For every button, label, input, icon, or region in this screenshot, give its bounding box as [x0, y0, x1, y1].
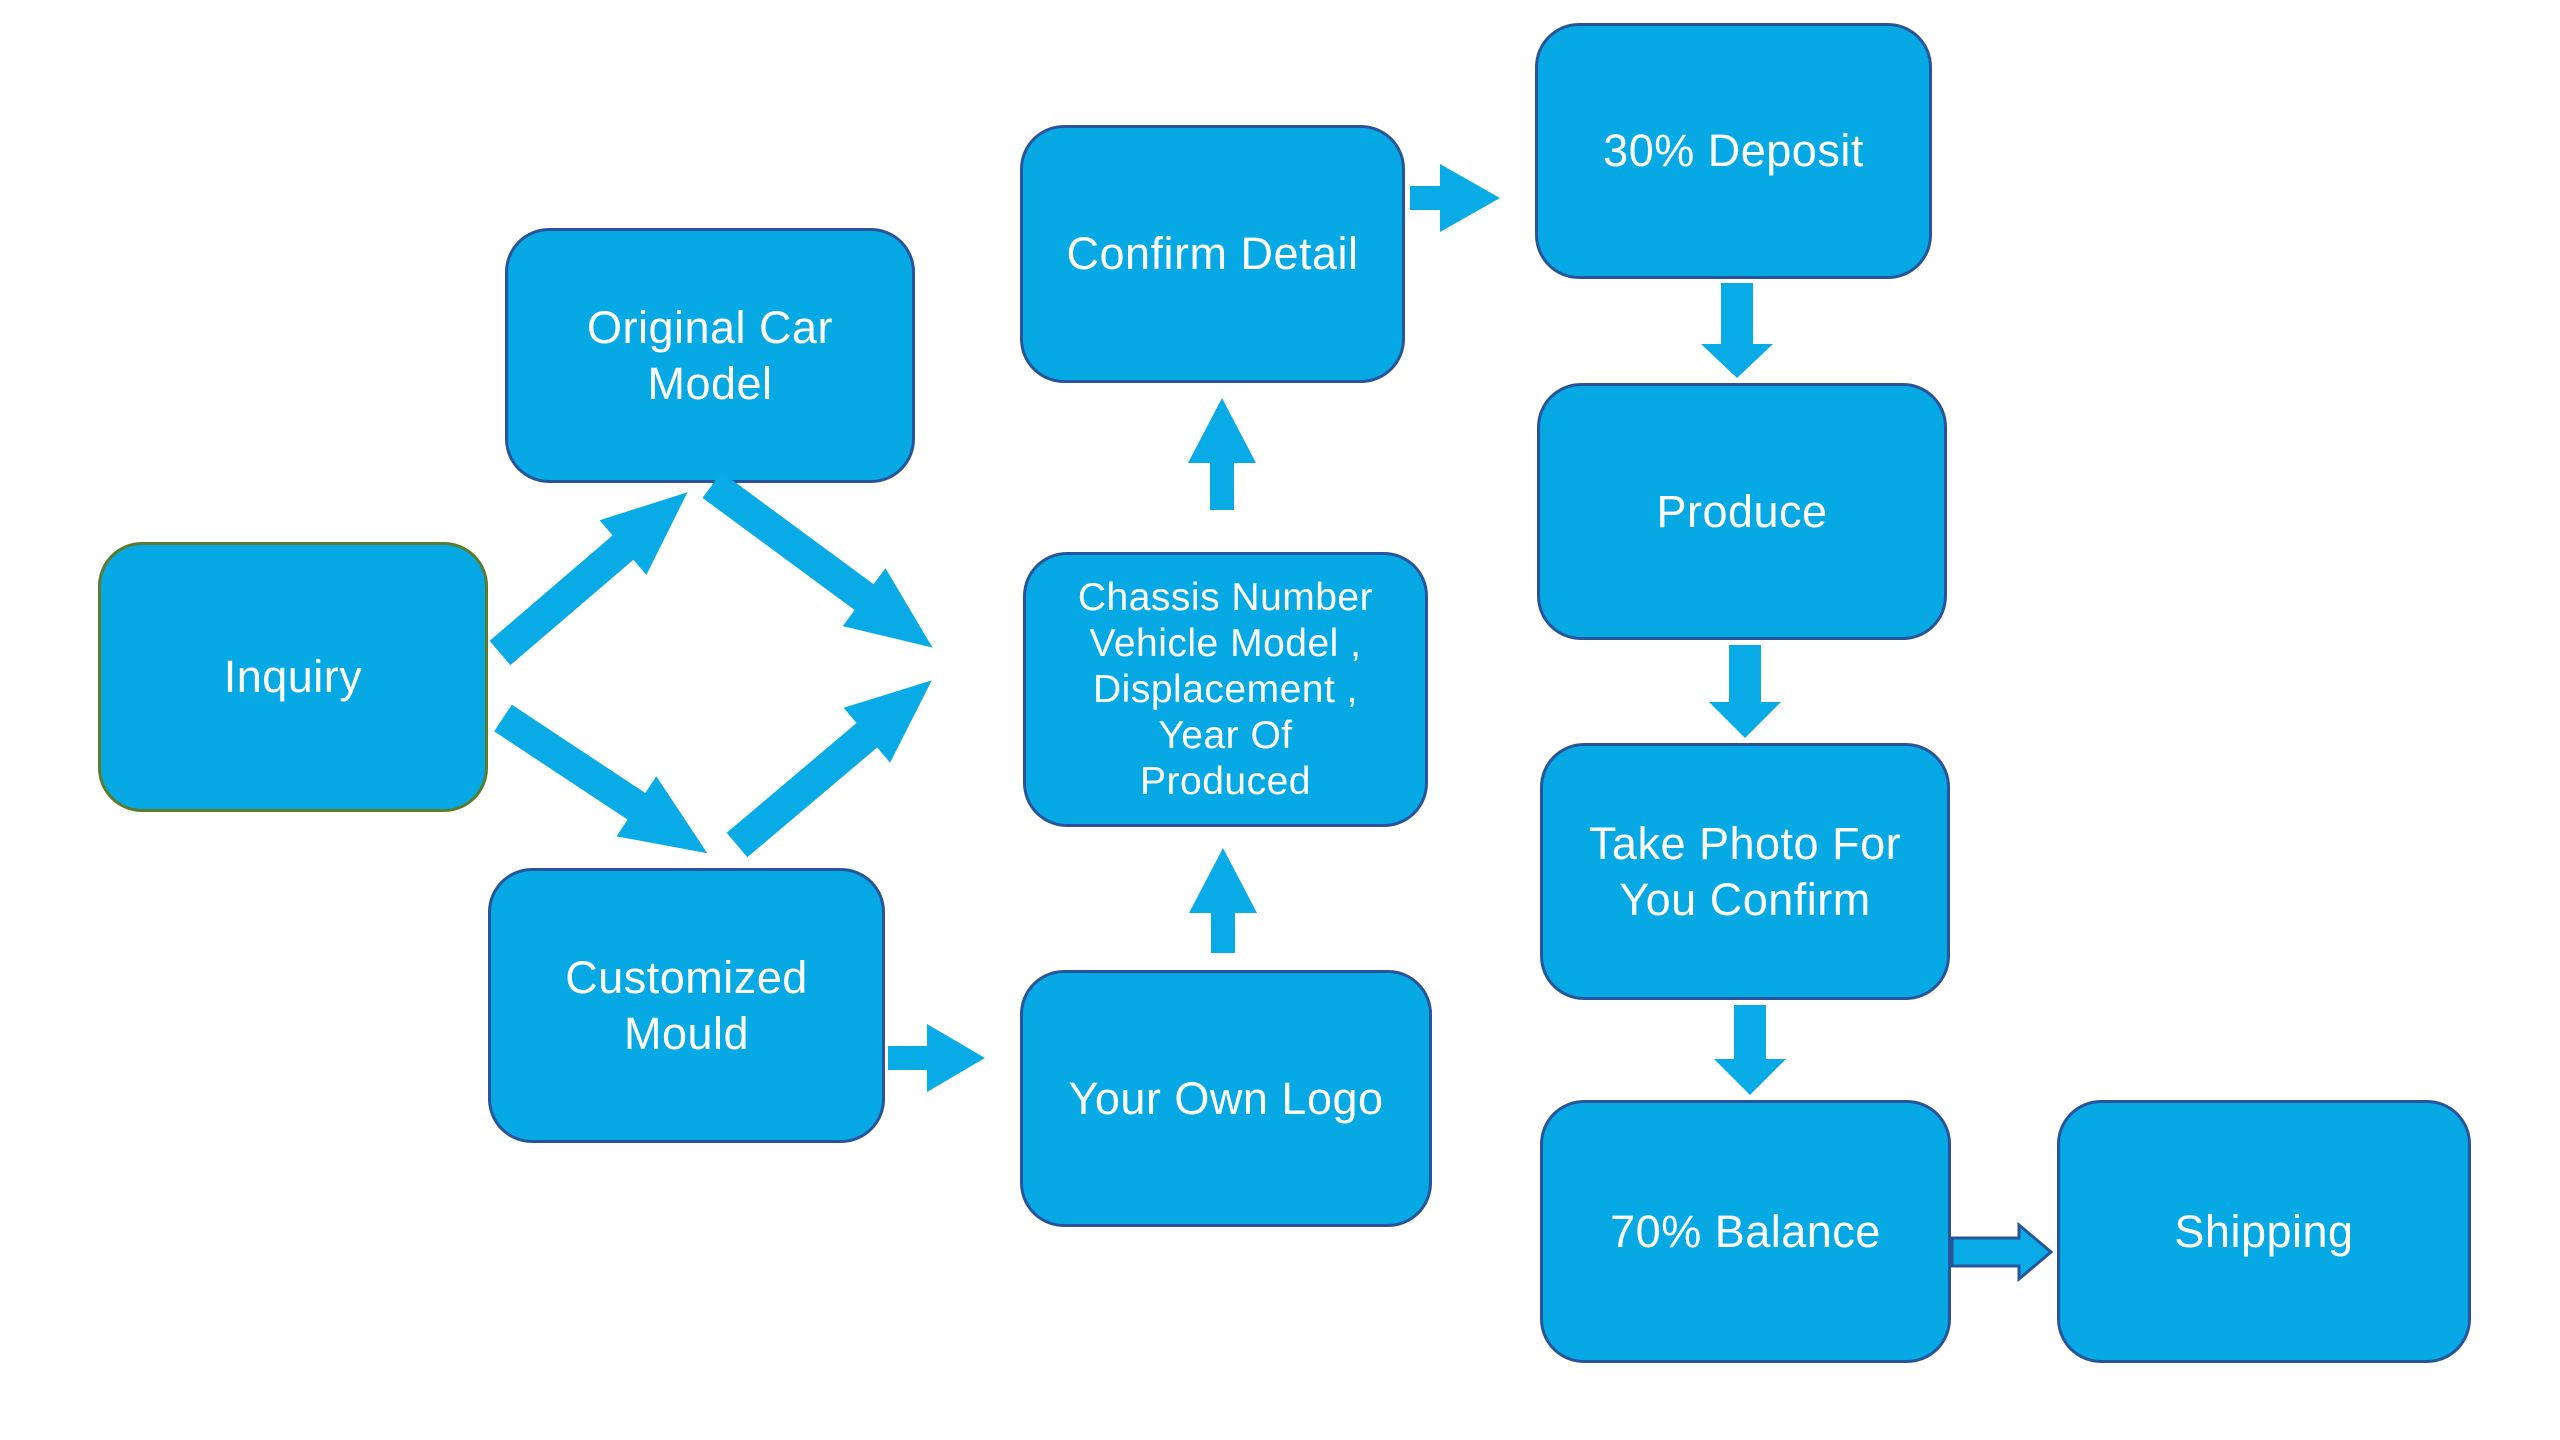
arrow-produce-to-take-photo-icon	[1709, 645, 1781, 738]
arrow-confirm-detail-to-deposit-icon	[1410, 164, 1500, 232]
arrow-balance-to-shipping-icon	[1950, 1221, 2054, 1283]
arrow-chassis-to-confirm-detail-icon	[1188, 398, 1256, 510]
arrow-customized-mould-to-chassis-icon	[726, 680, 932, 858]
node-your-own-logo: Your Own Logo	[1020, 970, 1432, 1227]
node-chassis-details-label: Chassis Number Vehicle Model , Displacem…	[1077, 575, 1374, 803]
node-customized-mould: Customized Mould	[488, 868, 885, 1143]
node-original-car-model: Original Car Model	[505, 228, 915, 483]
node-chassis-details: Chassis Number Vehicle Model , Displacem…	[1023, 552, 1428, 827]
node-deposit-label: 30% Deposit	[1603, 125, 1864, 176]
node-shipping: Shipping	[2057, 1100, 2471, 1363]
arrow-inquiry-to-customized-mould-icon	[494, 704, 708, 854]
arrow-inquiry-to-original-car-model-icon	[489, 492, 688, 666]
arrow-customized-mould-to-your-own-logo-icon	[888, 1024, 985, 1092]
node-confirm-detail-label: Confirm Detail	[1066, 228, 1359, 279]
arrow-deposit-to-produce-icon	[1701, 283, 1773, 378]
node-produce-label: Produce	[1656, 485, 1828, 537]
node-balance: 70% Balance	[1540, 1100, 1951, 1363]
node-your-own-logo-label: Your Own Logo	[1068, 1072, 1384, 1124]
node-shipping-label: Shipping	[2174, 1205, 2354, 1257]
node-inquiry: Inquiry	[98, 542, 488, 812]
arrow-take-photo-to-balance-icon	[1714, 1005, 1786, 1095]
node-confirm-detail: Confirm Detail	[1020, 125, 1405, 383]
node-take-photo-label: Take Photo For You Confirm	[1588, 817, 1902, 925]
node-inquiry-label: Inquiry	[223, 651, 363, 702]
node-produce: Produce	[1537, 383, 1947, 640]
arrow-your-own-logo-to-chassis-icon	[1189, 848, 1257, 953]
node-customized-mould-label: Customized Mould	[565, 951, 808, 1059]
node-take-photo: Take Photo For You Confirm	[1540, 743, 1950, 1000]
node-original-car-model-label: Original Car Model	[586, 301, 834, 409]
node-deposit: 30% Deposit	[1535, 23, 1932, 279]
arrow-original-car-model-to-chassis-icon	[702, 472, 933, 648]
node-balance-label: 70% Balance	[1610, 1205, 1881, 1257]
